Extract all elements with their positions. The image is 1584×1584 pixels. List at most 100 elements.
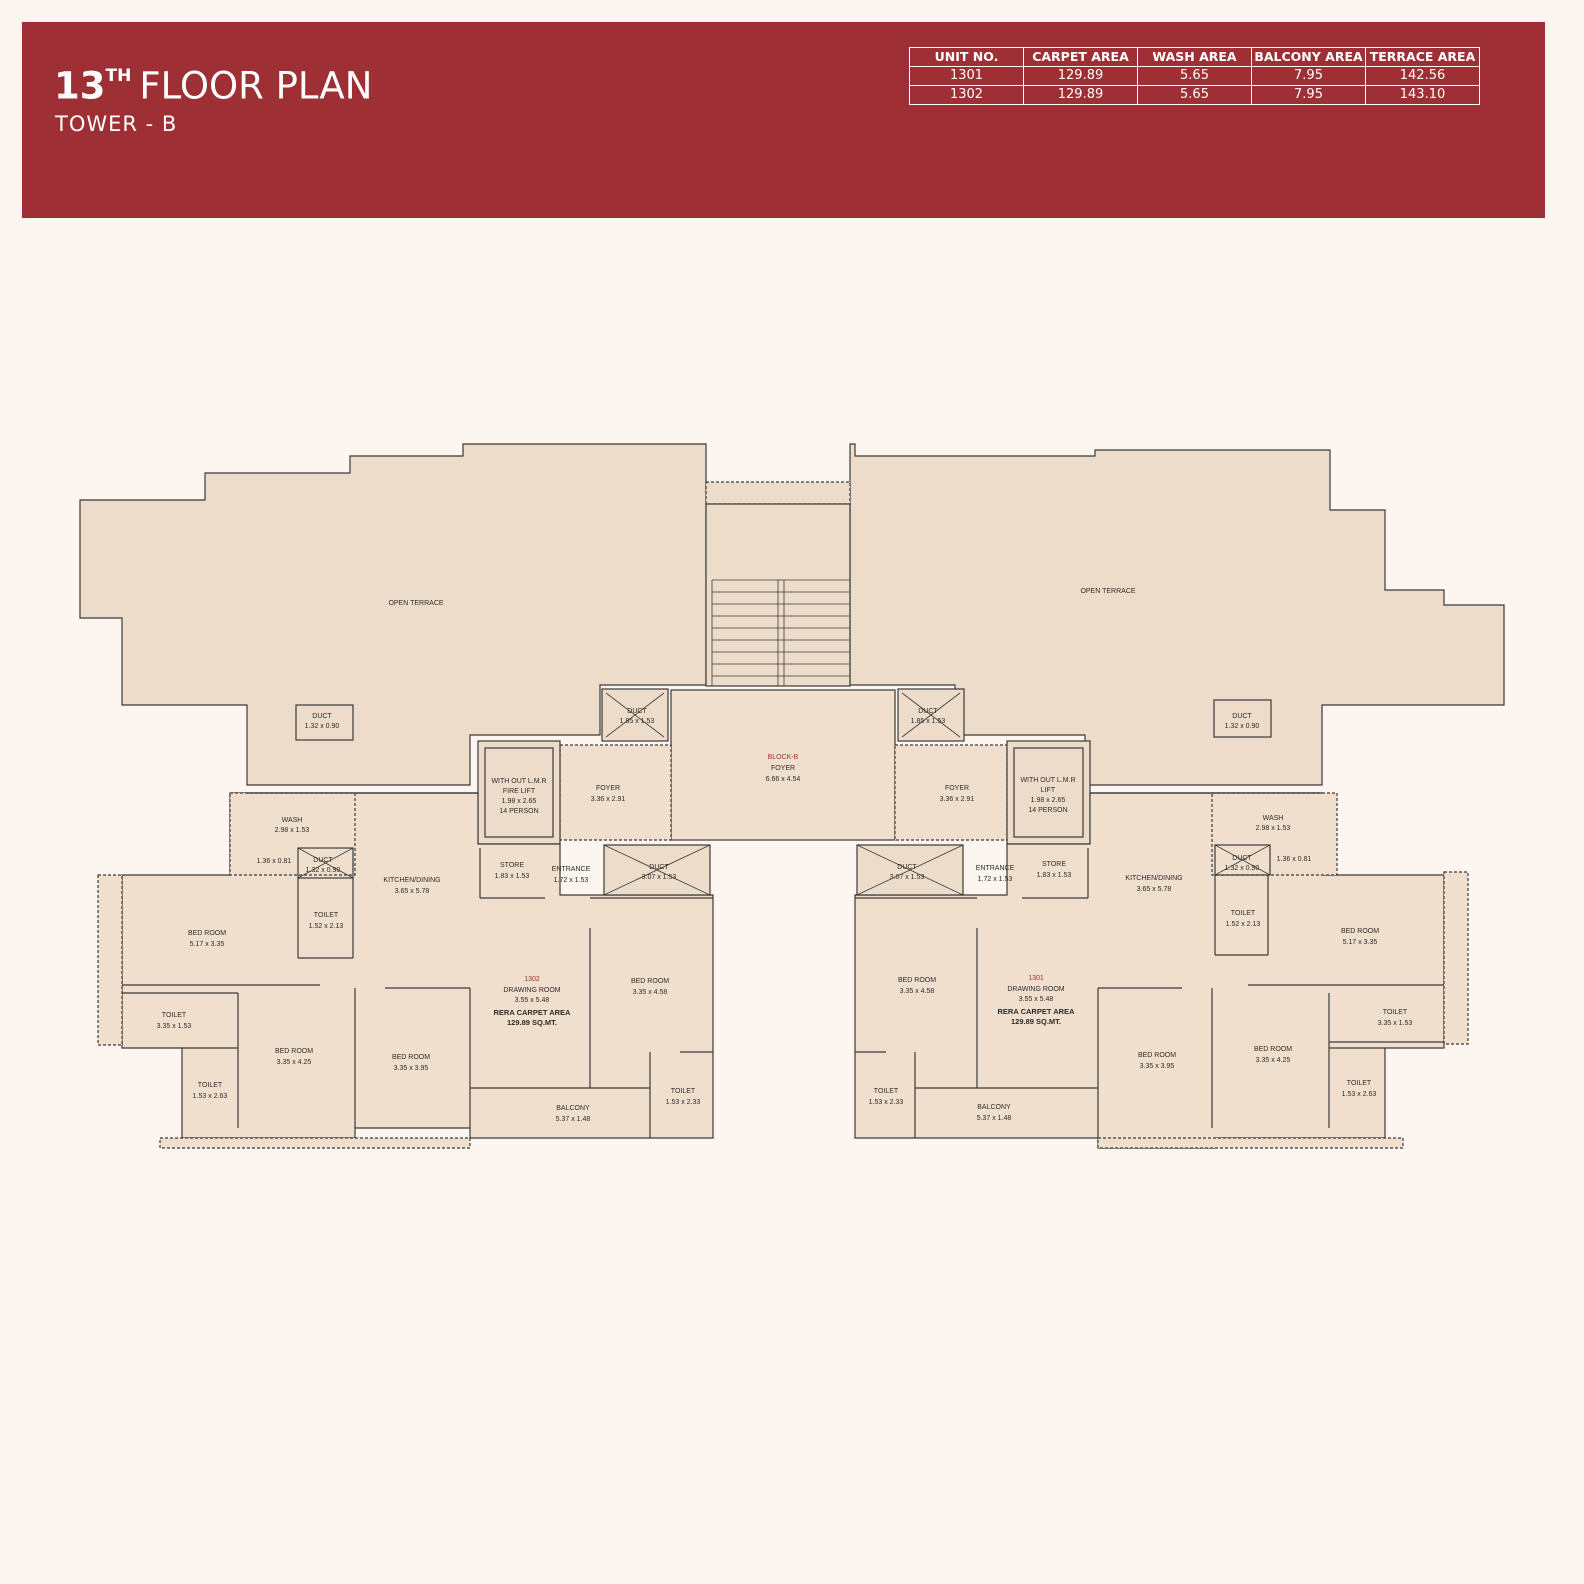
label-kitchen-size: 3.65 x 5.78 [395,888,430,895]
balcony-strip-right [1097,1137,1404,1149]
fire-lift-left [477,740,561,845]
label-toilet-size: 1.53 x 2.63 [193,1093,228,1100]
label-lift-type: FIRE LIFT [503,788,536,795]
title-text: FLOOR PLAN [139,64,373,108]
label-balcony-size: 5.37 x 1.48 [977,1115,1012,1122]
label-toilet-size: 3.35 x 1.53 [1378,1020,1413,1027]
label-duct: DUCT [627,708,647,715]
label-duct-size: 3.07 x 1.53 [890,874,925,881]
label-rera-area: RERA CARPET AREA [494,1008,572,1017]
label-store: STORE [1042,861,1066,868]
label-toilet: TOILET [1231,910,1256,917]
foyer-right [894,744,1008,841]
table-cell: 143.10 [1365,85,1480,105]
label-bedroom-size: 5.17 x 3.35 [190,941,225,948]
label-bedroom-size: 3.35 x 3.95 [1140,1063,1175,1070]
label-bedroom: BED ROOM [1341,928,1379,935]
col-balcony-area: BALCONY AREA [1251,47,1366,67]
wash-area-left [229,792,356,876]
label-toilet: TOILET [874,1088,899,1095]
label-bedroom: BED ROOM [898,977,936,984]
label-block: BLOCK-B [768,754,799,761]
label-rera-value: 129.89 SQ.MT. [1011,1017,1061,1026]
label-toilet-size: 1.53 x 2.33 [666,1099,701,1106]
label-foyer-size: 3.36 x 2.91 [940,796,975,803]
label-balcony: BALCONY [556,1105,590,1112]
area-table: UNIT NO. CARPET AREA WASH AREA BALCONY A… [909,47,1480,105]
duct-wash-right [1214,844,1271,876]
balcony-edge-left [97,874,123,1046]
label-toilet-size: 1.52 x 2.13 [309,923,344,930]
label-bedroom: BED ROOM [188,930,226,937]
col-wash-area: WASH AREA [1137,47,1252,67]
label-lift-capacity: 14 PERSON [499,808,538,815]
label-unit-number: 1302 [524,976,540,983]
label-entrance-size: 1.72 x 1.53 [554,877,589,884]
label-bedroom-size: 3.35 x 4.25 [277,1059,312,1066]
label-toilet: TOILET [671,1088,696,1095]
label-bedroom-size: 5.17 x 3.35 [1343,939,1378,946]
duct-terrace-left [295,704,354,741]
balcony-edge-right [1443,871,1469,1045]
label-entrance: ENTRANCE [552,866,591,873]
label-bedroom-size: 3.35 x 4.58 [633,989,668,996]
label-drawing-room: DRAWING ROOM [1007,986,1064,993]
label-toilet-size: 3.35 x 1.53 [157,1023,192,1030]
open-terrace-left [79,443,707,786]
label-duct-size: 1.32 x 0.90 [1225,723,1260,730]
block-b-foyer [670,689,896,841]
label-rera-area: RERA CARPET AREA [998,1007,1076,1016]
label-unit-number: 1301 [1028,975,1044,982]
table-cell: 129.89 [1023,66,1138,86]
label-wash-size: 2.98 x 1.53 [1256,825,1291,832]
wash-area-right [1211,792,1338,876]
label-store-size: 1.83 x 1.53 [495,873,530,880]
label-duct: DUCT [918,708,938,715]
label-foyer: FOYER [596,785,620,792]
label-balcony: BALCONY [977,1104,1011,1111]
table-cell: 129.89 [1023,85,1138,105]
label-store: STORE [500,862,524,869]
label-toilet: TOILET [314,912,339,919]
label-foyer-size: 6.66 x 4.54 [766,776,801,783]
lift-right [1006,740,1091,845]
label-kitchen: KITCHEN/DINING [1125,875,1182,882]
label-lift-size: 1.98 x 2.65 [502,798,537,805]
label-toilet: TOILET [1383,1009,1408,1016]
label-lift-type: LIFT [1041,787,1056,794]
table-cell: 7.95 [1251,85,1366,105]
duct-terrace-right [1213,699,1272,738]
label-toilet-size: 1.53 x 2.33 [869,1099,904,1106]
label-entrance: ENTRANCE [976,865,1015,872]
label-bedroom: BED ROOM [392,1054,430,1061]
table-cell: 1302 [909,85,1024,105]
page-subtitle: TOWER - B [55,112,178,136]
label-duct: DUCT [1232,713,1252,720]
label-lift: WITH OUT L.M.R [1020,777,1075,784]
label-kitchen-size: 3.65 x 5.78 [1137,886,1172,893]
label-duct-size: 1.85 x 1.53 [911,718,946,725]
stair-treads [711,579,851,686]
area-table-header: UNIT NO. CARPET AREA WASH AREA BALCONY A… [909,47,1480,67]
label-duct: DUCT [897,864,917,871]
label-bedroom: BED ROOM [275,1048,313,1055]
label-small-area: 1.36 x 0.81 [1277,856,1312,863]
label-lift-size: 1.98 x 2.65 [1031,797,1066,804]
label-small-area: 1.36 x 0.81 [257,858,292,865]
label-open-terrace-right: OPEN TERRACE [1080,588,1135,595]
label-rera-value: 129.89 SQ.MT. [507,1018,557,1027]
label-wash: WASH [1263,815,1284,822]
label-duct-size: 1.32 x 0.90 [305,723,340,730]
title-suffix: TH [105,66,132,86]
label-toilet: TOILET [162,1012,187,1019]
label-bedroom-size: 3.35 x 4.58 [900,988,935,995]
label-duct-size: 1.32 x 0.90 [306,867,341,874]
label-foyer-size: 3.36 x 2.91 [591,796,626,803]
label-duct-size: 3.07 x 1.53 [642,874,677,881]
lift-right-inner [1013,747,1084,838]
label-foyer: FOYER [945,785,969,792]
col-unit-no: UNIT NO. [909,47,1024,67]
label-drawing-room-size: 3.55 x 5.48 [515,997,550,1004]
